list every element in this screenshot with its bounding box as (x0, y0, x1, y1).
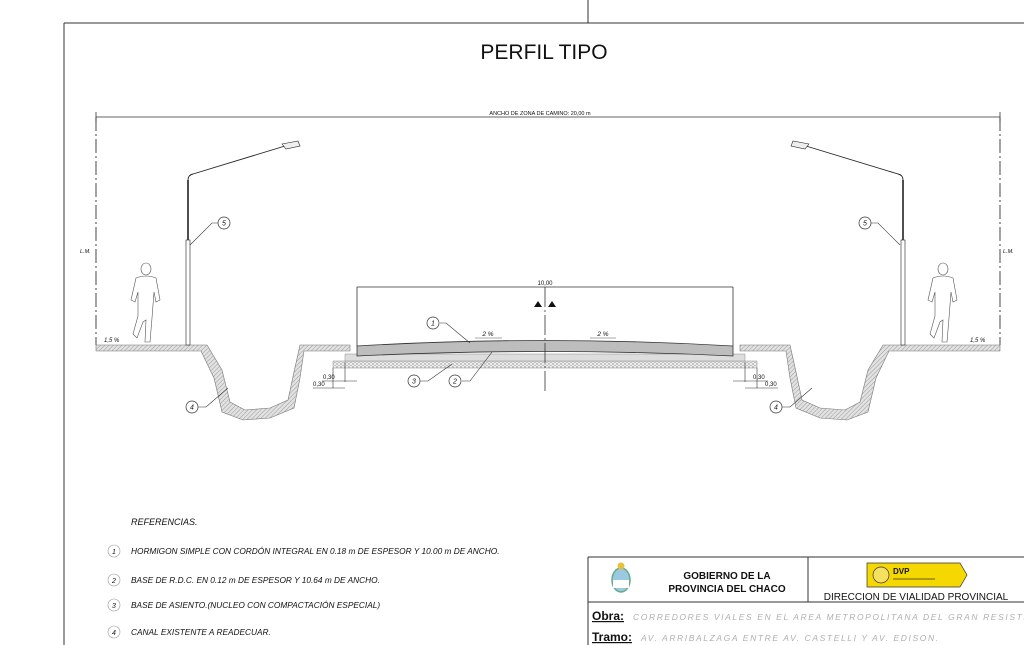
reference-num: 4 (112, 630, 116, 637)
callout-leaders (189, 222, 901, 408)
drawing-title: PERFIL TIPO (480, 41, 607, 64)
pedestrian-figure-left (130, 262, 161, 343)
terrain-right (739, 344, 1001, 421)
sidewalk-slope-left: 1,5 % (104, 338, 120, 344)
slope-right-label: 2 % (596, 331, 608, 338)
pedestrian-figure-right (927, 262, 958, 343)
offset-dimensions (313, 362, 778, 389)
reference-num: 3 (112, 603, 116, 610)
province-seal-icon (611, 562, 631, 593)
callout-1: 1 (431, 321, 435, 328)
title-block-frame (587, 556, 1024, 645)
tramo-label: Tramo: (592, 630, 632, 644)
street-lamp-right (790, 140, 906, 346)
sheet-frame (63, 0, 1024, 645)
zone-width-label: ANCHO DE ZONA DE CAMINO: 20,00 m (489, 111, 591, 117)
street-lamp-left (185, 140, 301, 346)
lm-label-left: L.M. (80, 249, 91, 255)
pavement-width-label: 10,00 (537, 281, 553, 287)
obra-label: Obra: (592, 609, 624, 623)
terrain-left (95, 344, 351, 421)
dvp-logo: DVP (866, 562, 968, 588)
offset-left-b: 0,30 (313, 382, 325, 388)
offset-right-a: 0,30 (753, 375, 765, 381)
centerline-marker-icon (534, 301, 556, 307)
lm-label-right: L.M. (1003, 249, 1014, 255)
callout-5-right: 5 (863, 221, 867, 228)
reference-num: 2 (111, 578, 116, 585)
sidewalk-slope-right: 1,5 % (970, 338, 986, 344)
references-heading: REFERENCIAS. (131, 517, 198, 527)
obra-value: CORREDORES VIALES EN EL AREA METROPOLITA… (633, 612, 1024, 622)
reference-text: BASE DE R.D.C. EN 0.12 m DE ESPESOR Y 10… (131, 575, 380, 585)
offset-left-a: 0,30 (323, 375, 335, 381)
callout-5-left: 5 (222, 221, 226, 228)
agency-name: DIRECCION DE VIALIDAD PROVINCIAL (824, 592, 1009, 603)
government-line1: GOBIERNO DE LA (683, 571, 770, 582)
callout-3: 3 (412, 379, 416, 386)
dvp-logo-text: DVP (893, 567, 910, 576)
reference-text: HORMIGON SIMPLE CON CORDÓN INTEGRAL EN 0… (131, 546, 500, 556)
tramo-value: AV. ARRIBALZAGA ENTRE AV. CASTELLI Y AV.… (640, 633, 940, 643)
offset-right-b: 0,30 (765, 382, 777, 388)
reference-text: BASE DE ASIENTO.(NUCLEO CON COMPACTACIÓN… (131, 600, 380, 610)
government-line2: PROVINCIA DEL CHACO (668, 584, 785, 595)
references-list: 1 HORMIGON SIMPLE CON CORDÓN INTEGRAL EN… (107, 544, 500, 639)
slope-left-label: 2 % (481, 331, 493, 338)
property-lines (95, 117, 1001, 345)
reference-num: 1 (112, 549, 116, 556)
callout-2: 2 (452, 379, 457, 386)
pavement-width-dimension (356, 286, 734, 392)
callout-4-right: 4 (774, 405, 778, 412)
callout-bubbles (185, 216, 872, 414)
callout-4-left: 4 (190, 405, 194, 412)
reference-text: CANAL EXISTENTE A READECUAR. (131, 627, 271, 637)
